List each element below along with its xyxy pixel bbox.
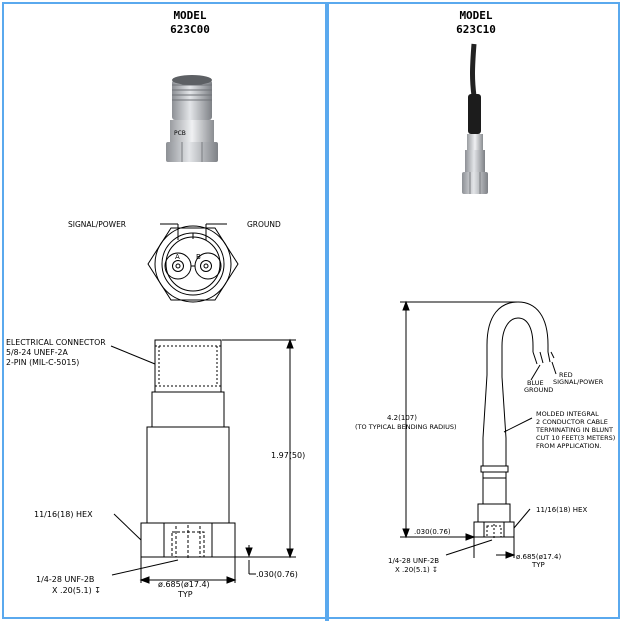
signal-power-label: SIGNAL/POWER bbox=[68, 220, 126, 229]
red-wire-label-line1: RED bbox=[559, 371, 573, 379]
cable-label-line5: FROM APPLICATION. bbox=[536, 442, 601, 450]
panel-divider bbox=[325, 2, 329, 621]
right-hex-label: 11/16(18) HEX bbox=[536, 506, 587, 514]
pin-a-label: A bbox=[175, 253, 180, 261]
red-wire-label-line2: SIGNAL/POWER bbox=[553, 378, 604, 386]
thread-label-line1: 1/4-28 UNF-2B bbox=[36, 575, 94, 584]
right-height-label-line2: (TO TYPICAL BENDING RADIUS) bbox=[355, 423, 457, 431]
ground-label: GROUND bbox=[247, 220, 281, 229]
connector-label-line1: ELECTRICAL CONNECTOR bbox=[6, 338, 106, 347]
left-sensor-photo: PCB bbox=[166, 75, 218, 162]
left-model-heading: MODEL bbox=[173, 9, 207, 22]
pin-b-label: B bbox=[196, 253, 201, 261]
cable-label-line4: CUT 10 FEET(3 METERS) bbox=[536, 434, 615, 442]
right-typ-label: TYP bbox=[531, 561, 545, 569]
hex-label: 11/16(18) HEX bbox=[34, 510, 93, 519]
connector-label-line3: 2-PIN (MIL-C-5015) bbox=[6, 358, 79, 367]
flat-label: .030(0.76) bbox=[256, 570, 298, 579]
cable-label-line2: 2 CONDUCTOR CABLE bbox=[536, 418, 608, 426]
right-model-title: MODEL 623C10 bbox=[416, 9, 536, 37]
sensor-side-view bbox=[110, 338, 296, 584]
diameter-label: ø.685(ø17.4) bbox=[158, 580, 210, 589]
typ-label: TYP bbox=[177, 590, 193, 599]
right-model-number: 623C10 bbox=[456, 23, 496, 36]
right-diameter-label: ø.685(ø17.4) bbox=[516, 553, 561, 561]
svg-text:PCB: PCB bbox=[174, 130, 186, 137]
left-model-title: MODEL 623C00 bbox=[130, 9, 250, 37]
right-thread-label-line2: X .20(5.1) ↧ bbox=[395, 566, 438, 574]
thread-label-line2: X .20(5.1) ↧ bbox=[52, 586, 101, 595]
right-sensor-photo bbox=[462, 43, 488, 194]
right-model-heading: MODEL bbox=[459, 9, 493, 22]
blue-wire-label-line2: GROUND bbox=[524, 386, 553, 394]
cable-sensor-side-view bbox=[400, 300, 557, 559]
connector-end-view bbox=[147, 223, 239, 303]
connector-label-line2: 5/8-24 UNEF-2A bbox=[6, 348, 68, 357]
left-model-number: 623C00 bbox=[170, 23, 210, 36]
right-flat-label: .030(0.76) bbox=[414, 528, 451, 536]
height-label: 1.97(50) bbox=[271, 451, 305, 460]
right-height-label-line1: 4.2(107) bbox=[387, 414, 417, 422]
cable-label-line3: TERMINATING IN BLUNT bbox=[535, 426, 613, 434]
blue-wire-label-line1: BLUE bbox=[527, 379, 544, 387]
right-thread-label-line1: 1/4-28 UNF-2B bbox=[388, 557, 439, 565]
cable-label-line1: MOLDED INTEGRAL bbox=[536, 410, 599, 418]
